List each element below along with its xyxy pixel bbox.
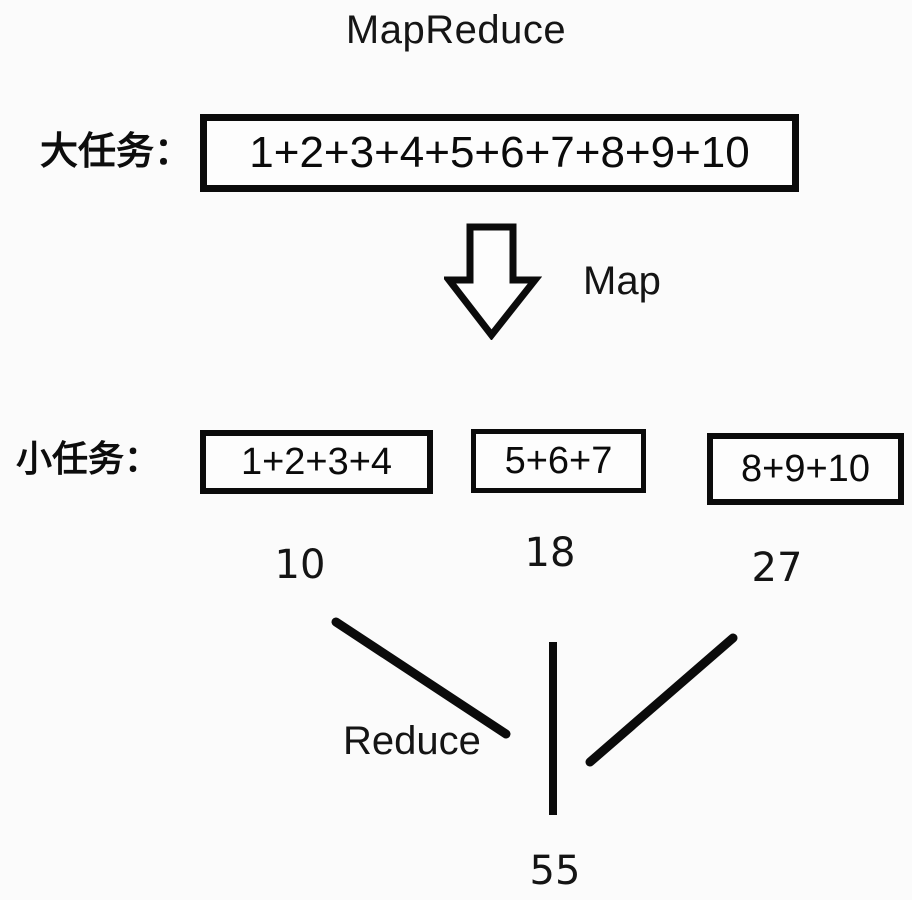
big-task-label: 大任务： xyxy=(40,129,193,173)
partial-sum-3: 27 xyxy=(751,545,803,591)
reduce-line-right xyxy=(585,633,738,767)
reduce-converging-lines xyxy=(331,617,738,815)
big-task-box: 1+2+3+4+5+6+7+8+9+10 xyxy=(200,114,799,192)
partial-sum-2: 18 xyxy=(524,530,576,576)
small-task-label: 小任务： xyxy=(16,439,161,480)
partial-sum-1: 10 xyxy=(274,542,326,588)
small-task-box-2: 5+6+7 xyxy=(471,429,646,493)
small-task-box-3: 8+9+10 xyxy=(707,433,904,505)
total-result: 55 xyxy=(529,848,581,894)
down-block-arrow-icon xyxy=(444,223,542,340)
page-title: MapReduce xyxy=(345,8,567,52)
small-task-box-1: 1+2+3+4 xyxy=(200,430,433,494)
reduce-line-left xyxy=(331,617,511,739)
reduce-stage-label: Reduce xyxy=(343,719,481,763)
map-stage-label: Map xyxy=(583,259,661,303)
